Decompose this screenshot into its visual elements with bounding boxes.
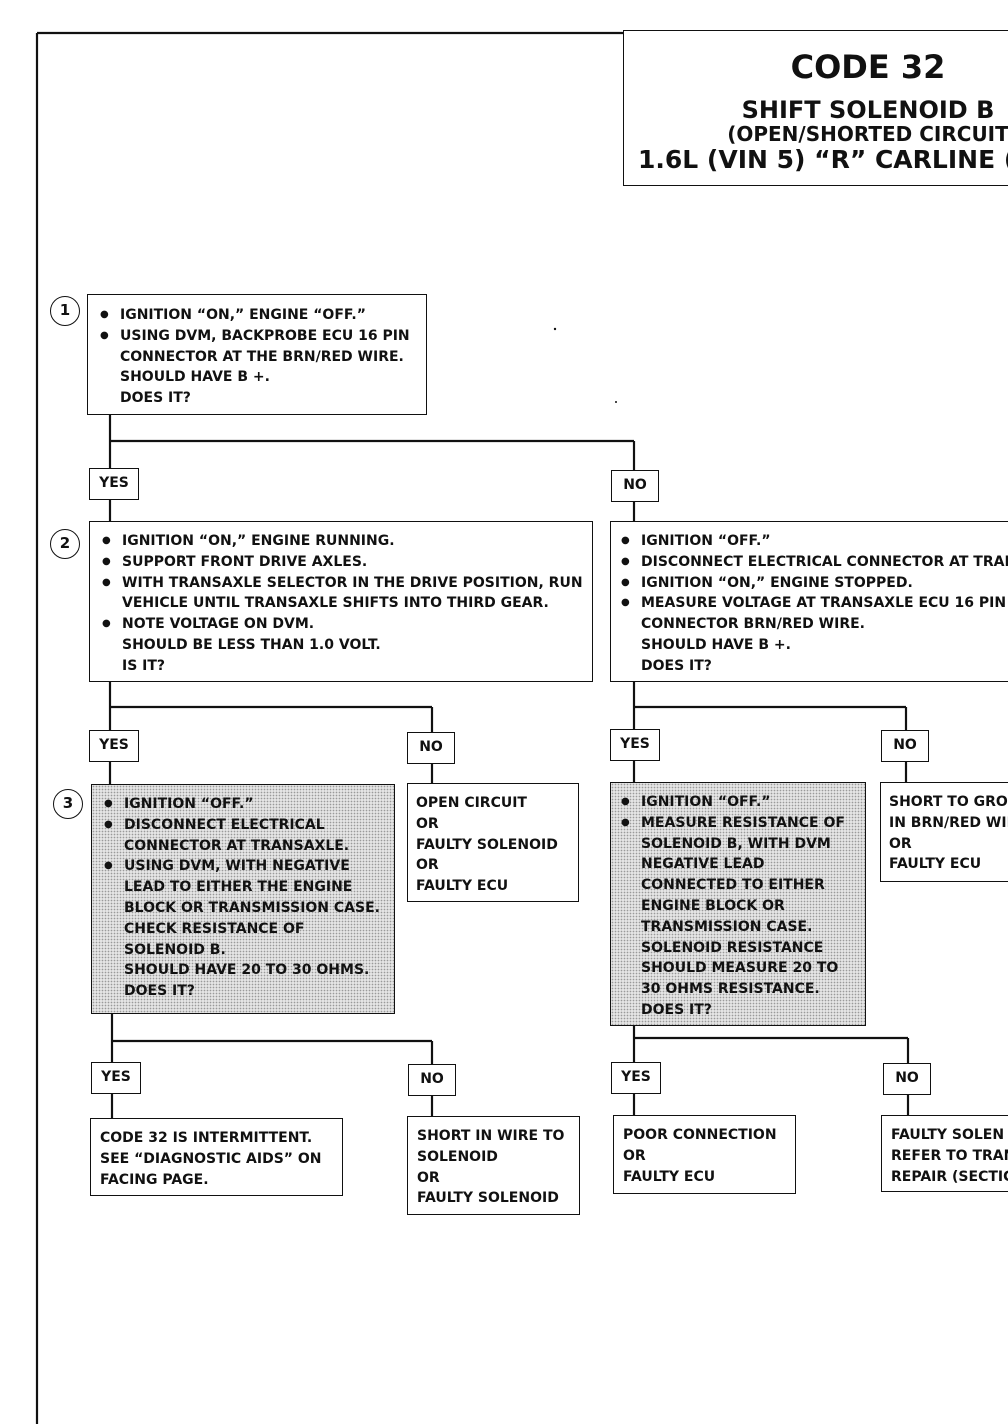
step3-line-2: DISCONNECT ELECTRICAL: [98, 815, 388, 836]
resist-line-6: ENGINE BLOCK OR: [641, 897, 785, 914]
step1-line-5: DOES IT?: [120, 390, 191, 407]
voltage-line-2: DISCONNECT ELECTRICAL CONNECTOR AT TRAI: [615, 552, 1008, 573]
yes-label-2: YES: [89, 730, 139, 762]
poor-conn-line-2: OR: [623, 1147, 646, 1164]
short-ground-line-1: SHORT TO GRO: [889, 794, 1008, 810]
resist-line-11: DOES IT?: [641, 1001, 712, 1018]
yes-label-1: YES: [89, 468, 139, 500]
no-label-1: NO: [611, 470, 659, 502]
resist-line-2: MEASURE RESISTANCE OF: [615, 813, 859, 834]
short-in-wire-box: SHORT IN WIRE TO SOLENOID OR FAULTY SOLE…: [407, 1116, 580, 1215]
short-ground-line-3: OR: [889, 835, 912, 852]
step3-box: IGNITION “OFF.” DISCONNECT ELECTRICAL CO…: [91, 784, 395, 1014]
intermittent-line-2: SEE “DIAGNOSTIC AIDS” ON: [100, 1150, 322, 1167]
step2-line-2: SUPPORT FRONT DRIVE AXLES.: [96, 552, 586, 573]
step2-line-7: IS IT?: [122, 657, 166, 674]
poor-conn-line-3: FAULTY ECU: [623, 1168, 716, 1185]
step-marker-1: 1: [50, 296, 80, 326]
resist-line-7: TRANSMISSION CASE.: [641, 918, 813, 935]
voltage-line-1: IGNITION “OFF.”: [615, 531, 1008, 552]
voltage-line-4: MEASURE VOLTAGE AT TRANSAXLE ECU 16 PIN: [615, 593, 1008, 614]
voltage-line-6: SHOULD HAVE B +.: [641, 636, 791, 653]
step3-line-4: USING DVM, WITH NEGATIVE: [98, 856, 388, 877]
open-circuit-box: OPEN CIRCUIT OR FAULTY SOLENOID OR FAULT…: [407, 783, 579, 902]
resist-line-5: CONNECTED TO EITHER: [641, 877, 825, 894]
step-marker-2: 2: [50, 529, 80, 559]
no-label-2: NO: [407, 732, 455, 764]
measure-resistance-box: IGNITION “OFF.” MEASURE RESISTANCE OF SO…: [610, 782, 866, 1026]
short-ground-line-4: FAULTY ECU: [889, 856, 982, 873]
yes-label-3: YES: [610, 729, 660, 761]
step3-line-10: DOES IT?: [124, 983, 195, 1000]
step2-line-4: VEHICLE UNTIL TRANSAXLE SHIFTS INTO THIR…: [122, 595, 549, 612]
title-block: CODE 32 SHIFT SOLENOID B (OPEN/SHORTED C…: [623, 30, 1008, 186]
resist-line-9: SHOULD MEASURE 20 TO: [641, 960, 839, 977]
step3-line-3: CONNECTOR AT TRANSAXLE.: [124, 837, 350, 854]
short-wire-line-3: OR: [417, 1169, 440, 1186]
voltage-line-5: CONNECTOR BRN/RED WIRE.: [641, 616, 865, 633]
yes-label-4: YES: [91, 1062, 141, 1094]
step2-line-3: WITH TRANSAXLE SELECTOR IN THE DRIVE POS…: [96, 573, 586, 594]
step1-line-3: CONNECTOR AT THE BRN/RED WIRE.: [120, 348, 404, 365]
no-label-4: NO: [408, 1064, 456, 1096]
short-ground-line-2: IN BRN/RED WIF: [889, 814, 1008, 831]
short-to-ground-box: SHORT TO GRO IN BRN/RED WIF OR FAULTY EC…: [880, 782, 1008, 882]
step2-box: IGNITION “ON,” ENGINE RUNNING. SUPPORT F…: [89, 521, 593, 682]
open-circuit-line-5: FAULTY ECU: [416, 878, 509, 895]
short-wire-line-4: FAULTY SOLENOID: [417, 1190, 559, 1207]
step1-line-2: USING DVM, BACKPROBE ECU 16 PIN: [94, 326, 420, 347]
short-wire-line-1: SHORT IN WIRE TO: [417, 1128, 565, 1144]
step2-line-6: SHOULD BE LESS THAN 1.0 VOLT.: [122, 636, 381, 653]
resist-line-4: NEGATIVE LEAD: [641, 856, 765, 873]
step1-line-1: IGNITION “ON,” ENGINE “OFF.”: [94, 305, 420, 326]
faulty-sol-line-2: REFER TO TRAN: [891, 1147, 1008, 1164]
circuit-note: (OPEN/SHORTED CIRCUIT: [727, 122, 1008, 146]
open-circuit-line-3: FAULTY SOLENOID: [416, 836, 558, 853]
resist-line-1: IGNITION “OFF.”: [615, 792, 859, 813]
intermittent-box: CODE 32 IS INTERMITTENT. SEE “DIAGNOSTIC…: [90, 1118, 343, 1196]
engine-line: 1.6L (VIN 5) “R” CARLINE (: [638, 145, 1008, 174]
faulty-sol-line-3: REPAIR (SECTIC: [891, 1168, 1008, 1185]
open-circuit-line-4: OR: [416, 857, 439, 874]
voltage-check-box: IGNITION “OFF.” DISCONNECT ELECTRICAL CO…: [610, 521, 1008, 682]
poor-conn-line-1: POOR CONNECTION: [623, 1127, 777, 1143]
intermittent-line-3: FACING PAGE.: [100, 1171, 209, 1188]
no-label-5: NO: [883, 1063, 931, 1095]
step2-line-1: IGNITION “ON,” ENGINE RUNNING.: [96, 531, 586, 552]
no-label-3: NO: [881, 730, 929, 762]
step3-line-7: CHECK RESISTANCE OF: [124, 920, 305, 937]
subtitle: SHIFT SOLENOID B: [741, 96, 995, 124]
step3-line-6: BLOCK OR TRANSMISSION CASE.: [124, 899, 380, 916]
poor-connection-box: POOR CONNECTION OR FAULTY ECU: [613, 1115, 796, 1194]
voltage-line-3: IGNITION “ON,” ENGINE STOPPED.: [615, 573, 1008, 594]
step3-line-8: SOLENOID B.: [124, 941, 226, 958]
intermittent-line-1: CODE 32 IS INTERMITTENT.: [100, 1130, 313, 1146]
step3-line-5: LEAD TO EITHER THE ENGINE: [124, 879, 353, 896]
yes-label-5: YES: [611, 1062, 661, 1094]
short-wire-line-2: SOLENOID: [417, 1148, 498, 1165]
open-circuit-line-1: OPEN CIRCUIT: [416, 795, 527, 811]
resist-line-8: SOLENOID RESISTANCE: [641, 939, 824, 956]
faulty-sol-line-1: FAULTY SOLEN: [891, 1127, 1005, 1143]
resist-line-10: 30 OHMS RESISTANCE.: [641, 981, 820, 998]
faulty-solenoid-box: FAULTY SOLEN REFER TO TRAN REPAIR (SECTI…: [881, 1115, 1008, 1192]
step3-line-1: IGNITION “OFF.”: [98, 794, 388, 815]
step1-box: IGNITION “ON,” ENGINE “OFF.” USING DVM, …: [87, 294, 427, 415]
step1-line-4: SHOULD HAVE B +.: [120, 369, 270, 386]
step-marker-3: 3: [53, 789, 83, 819]
step2-line-5: NOTE VOLTAGE ON DVM.: [96, 614, 586, 635]
voltage-line-7: DOES IT?: [641, 657, 712, 674]
resist-line-3: SOLENOID B, WITH DVM: [641, 835, 831, 852]
open-circuit-line-2: OR: [416, 815, 439, 832]
step3-line-9: SHOULD HAVE 20 TO 30 OHMS.: [124, 962, 370, 979]
code-title: CODE 32: [790, 48, 946, 86]
